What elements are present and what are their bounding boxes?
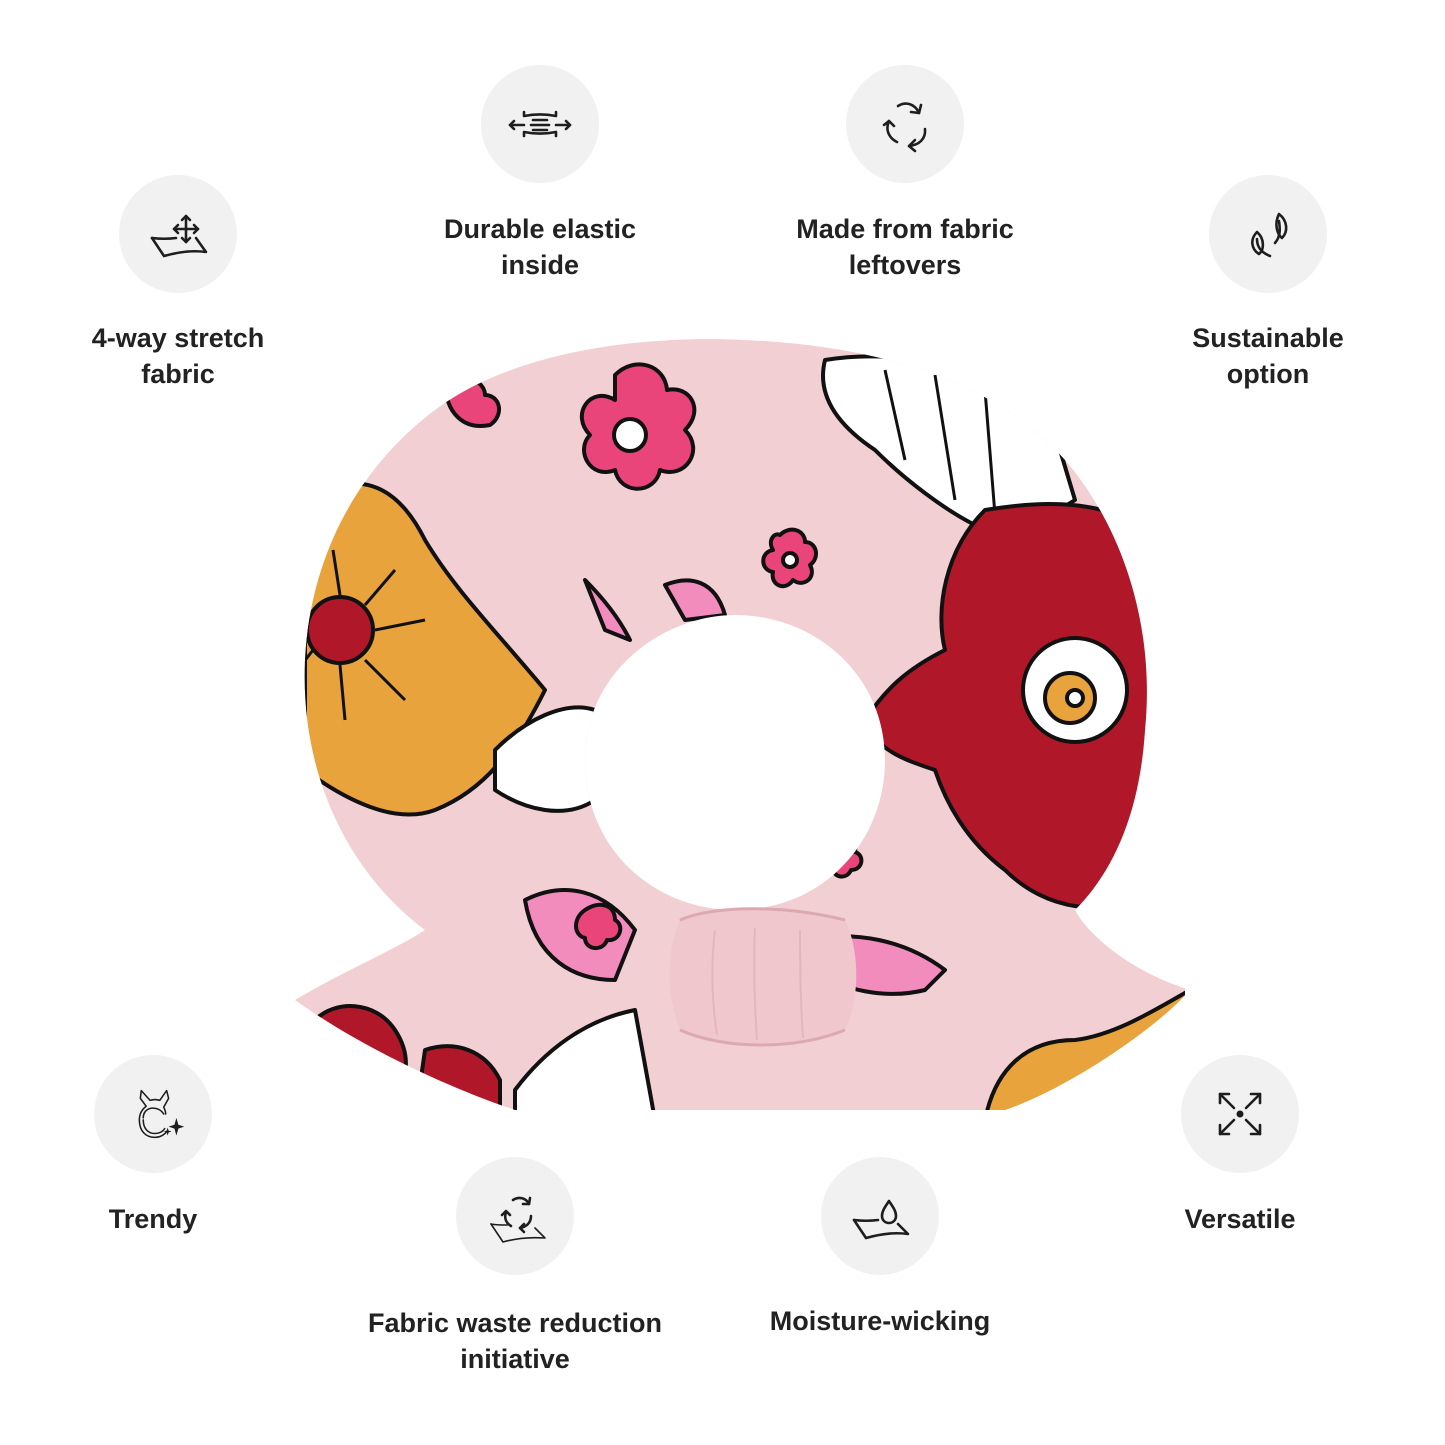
feature-label: Sustainable option xyxy=(1192,323,1344,389)
trendy-icon xyxy=(138,1089,185,1139)
feature-versatile: Versatile xyxy=(1120,1055,1360,1237)
leaves-icon xyxy=(1251,212,1288,258)
feature-label: Made from fabric leftovers xyxy=(796,214,1014,280)
elastic-icon xyxy=(508,110,572,138)
feature-label: Versatile xyxy=(1184,1204,1296,1234)
stretch-fabric-icon xyxy=(150,214,208,258)
feature-badge xyxy=(119,175,237,293)
feature-moisture: Moisture-wicking xyxy=(740,1157,1020,1339)
feature-badge xyxy=(821,1157,939,1275)
feature-label: Durable elastic inside xyxy=(443,214,637,280)
feature-label: Fabric waste reduction initiative xyxy=(367,1308,663,1374)
feature-badge xyxy=(1209,175,1327,293)
product-scrunchie-image xyxy=(285,330,1190,1120)
feature-badge xyxy=(481,65,599,183)
feature-trendy: Trendy xyxy=(33,1055,273,1237)
feature-label: 4-way stretch fabric xyxy=(91,323,265,389)
feature-elastic: Durable elastic inside xyxy=(420,65,660,283)
feature-badge xyxy=(1181,1055,1299,1173)
scrunchie-illustration xyxy=(295,339,1190,1110)
feature-badge xyxy=(456,1157,574,1275)
fabric-recycle-icon xyxy=(490,1196,546,1243)
expand-arrows-icon xyxy=(1218,1092,1262,1136)
water-drop-fabric-icon xyxy=(852,1199,910,1240)
recycle-icon xyxy=(882,102,927,153)
feature-badge xyxy=(846,65,964,183)
feature-leftovers: Made from fabric leftovers xyxy=(765,65,1045,283)
feature-waste: Fabric waste reduction initiative xyxy=(335,1157,695,1377)
feature-label: Moisture-wicking xyxy=(769,1306,991,1336)
feature-label: Trendy xyxy=(108,1204,198,1234)
feature-sustainable: Sustainable option xyxy=(1148,175,1388,392)
feature-badge xyxy=(94,1055,212,1173)
feature-stretch: 4-way stretch fabric xyxy=(58,175,298,392)
